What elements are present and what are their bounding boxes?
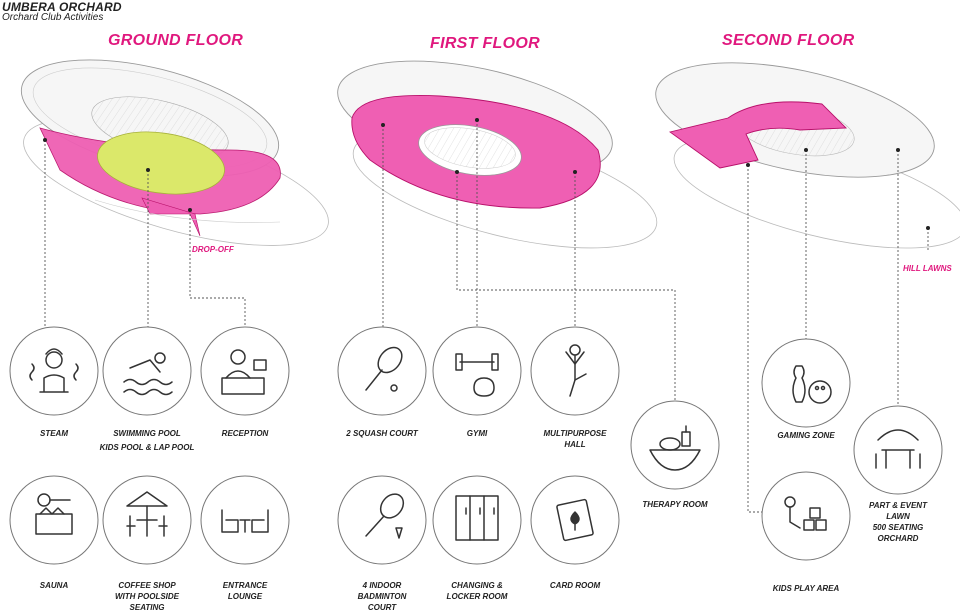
swimmer-icon <box>123 352 173 396</box>
card-room-label-line: CARD ROOM <box>549 581 601 590</box>
swimming-pool-label-line: SWIMMING POOL <box>113 429 181 438</box>
coffee-shop-label: COFFEE SHOP WITH POOLSIDE SEATING <box>115 580 179 613</box>
badminton-label-line: COURT <box>367 603 397 612</box>
gym-label: GYMI <box>467 428 487 439</box>
first-floor-model <box>337 60 658 249</box>
gaming-label-line: GAMING ZONE <box>777 431 835 440</box>
sauna-icon <box>35 493 73 535</box>
event-lawn-label-line: LAWN <box>886 512 910 521</box>
multipurpose-label-line: HALL <box>564 440 586 449</box>
playing-card-icon <box>556 498 594 542</box>
spa-stones-icon <box>649 425 701 471</box>
multipurpose-label-line: MULTIPURPOSE <box>543 429 607 438</box>
badminton-icon <box>365 493 405 539</box>
steam-icon <box>29 348 79 393</box>
badminton-label-line: 4 INDOOR <box>362 581 402 590</box>
therapy-label-line: THERAPY ROOM <box>642 500 708 509</box>
yoga-icon <box>565 344 587 397</box>
locker-icon <box>455 495 499 541</box>
badminton-label-line: BADMINTON <box>357 592 407 601</box>
therapy-label: THERAPY ROOM <box>642 499 707 510</box>
event-lawn-label: PART & EVENT LAWN 500 SEATING ORCHARD <box>869 500 927 544</box>
squash-label-line: 2 SQUASH COURT <box>346 429 418 438</box>
changing-label-line: CHANGING & <box>451 581 503 590</box>
badminton-label: 4 INDOOR BADMINTON COURT <box>358 580 407 613</box>
reception-label: RECEPTION <box>222 428 269 439</box>
reception-label-line: RECEPTION <box>221 429 269 438</box>
second-floor-model <box>655 62 960 249</box>
cafe-table-icon <box>126 491 168 537</box>
sauna-label-line: SAUNA <box>39 581 69 590</box>
event-lawn-label-line: ORCHARD <box>877 534 919 543</box>
multipurpose-label: MULTIPURPOSE HALL <box>544 428 607 450</box>
dropoff-tag: DROP-OFF <box>192 245 234 254</box>
sauna-label: SAUNA <box>40 580 68 591</box>
hill-lawns-tag: HILL LAWNS <box>903 264 952 273</box>
steam-label-line: STEAM <box>40 429 68 438</box>
steam-label: STEAM <box>40 428 68 439</box>
kids-play-label: KIDS PLAY AREA <box>773 583 840 594</box>
squash-racket-icon <box>365 346 403 392</box>
coffee-shop-label-line: COFFEE SHOP <box>118 581 176 590</box>
squash-label: 2 SQUASH COURT <box>346 428 417 439</box>
entrance-lounge-label: ENTRANCE LOUNGE <box>223 580 267 602</box>
diagram-title: UMBERA ORCHARD <box>2 0 122 14</box>
leader-lines <box>44 120 929 513</box>
entrance-lounge-label-line: LOUNGE <box>227 592 263 601</box>
dumbbell-icon <box>455 353 499 397</box>
gaming-label: GAMING ZONE <box>777 430 834 441</box>
ground-floor-model <box>20 59 329 246</box>
bowling-icon <box>792 365 832 404</box>
gym-label-line: GYMI <box>466 429 488 438</box>
reception-desk-icon <box>221 349 267 395</box>
coffee-shop-label-line: SEATING <box>129 603 165 612</box>
diagram-subtitle: Orchard Club Activities <box>2 12 104 23</box>
ground-floor-heading: GROUND FLOOR <box>108 32 244 49</box>
kids-play-label-line: KIDS PLAY AREA <box>772 584 840 593</box>
changing-label-line: LOCKER ROOM <box>446 592 508 601</box>
first-floor-heading: FIRST FLOOR <box>430 35 540 52</box>
event-lawn-label-line: PART & EVENT <box>869 501 927 510</box>
lounge-chairs-icon <box>221 509 269 533</box>
second-floor-heading: SECOND FLOOR <box>722 32 855 49</box>
event-dining-icon <box>875 429 921 469</box>
swimming-pool-label: SWIMMING POOL KIDS POOL & LAP POOL <box>100 428 195 453</box>
swimming-pool-label-line: KIDS POOL & LAP POOL <box>99 443 195 452</box>
kids-blocks-icon <box>784 496 827 531</box>
leader-dots <box>43 118 930 230</box>
event-lawn-label-line: 500 SEATING <box>872 523 924 532</box>
coffee-shop-label-line: WITH POOLSIDE <box>115 592 179 601</box>
entrance-lounge-label-line: ENTRANCE <box>222 581 268 590</box>
card-room-label: CARD ROOM <box>550 580 600 591</box>
changing-label: CHANGING & LOCKER ROOM <box>447 580 508 602</box>
